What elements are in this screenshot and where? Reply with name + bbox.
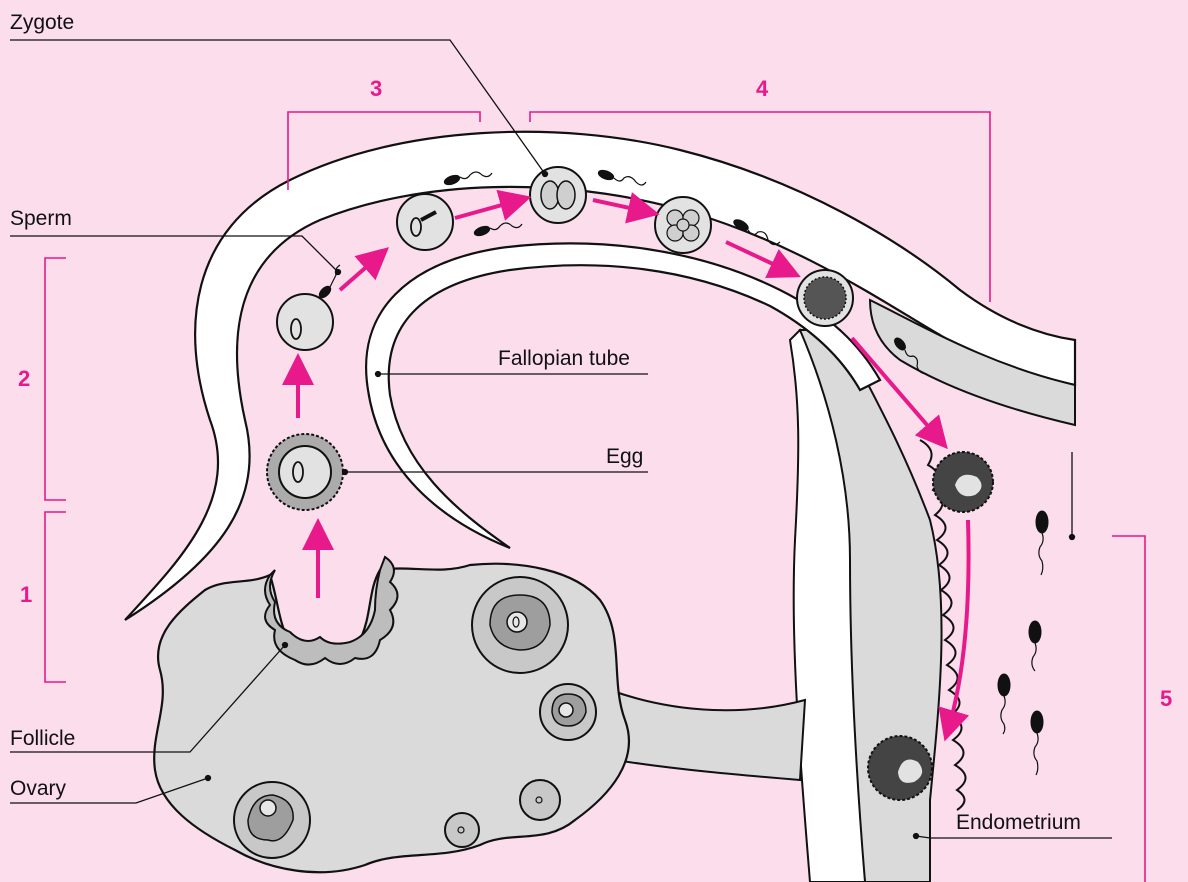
fertilised-egg [397, 194, 453, 250]
stage-number-4: 4 [756, 78, 768, 100]
ovarian-ligament [610, 690, 805, 780]
zygote-cell [530, 167, 586, 223]
zygote-label: Zygote [10, 12, 74, 33]
fallopian-tube-label: Fallopian tube [498, 348, 630, 369]
stage-number-1: 1 [20, 584, 32, 606]
sperm-label: Sperm [10, 208, 72, 229]
stage-number-5: 5 [1160, 688, 1172, 710]
morula [797, 270, 853, 326]
stage-number-2: 2 [18, 368, 30, 390]
follicle-label: Follicle [10, 728, 75, 749]
implanted-blastocyst [868, 736, 932, 800]
egg-cell [267, 434, 343, 510]
egg-label: Egg [606, 446, 643, 467]
blastocyst [933, 452, 993, 512]
cleavage-cell [655, 197, 711, 253]
stage-number-3: 3 [370, 78, 382, 100]
egg-in-tube [277, 294, 333, 350]
endometrium-label: Endometrium [956, 812, 1081, 833]
ovary-label: Ovary [10, 778, 66, 799]
